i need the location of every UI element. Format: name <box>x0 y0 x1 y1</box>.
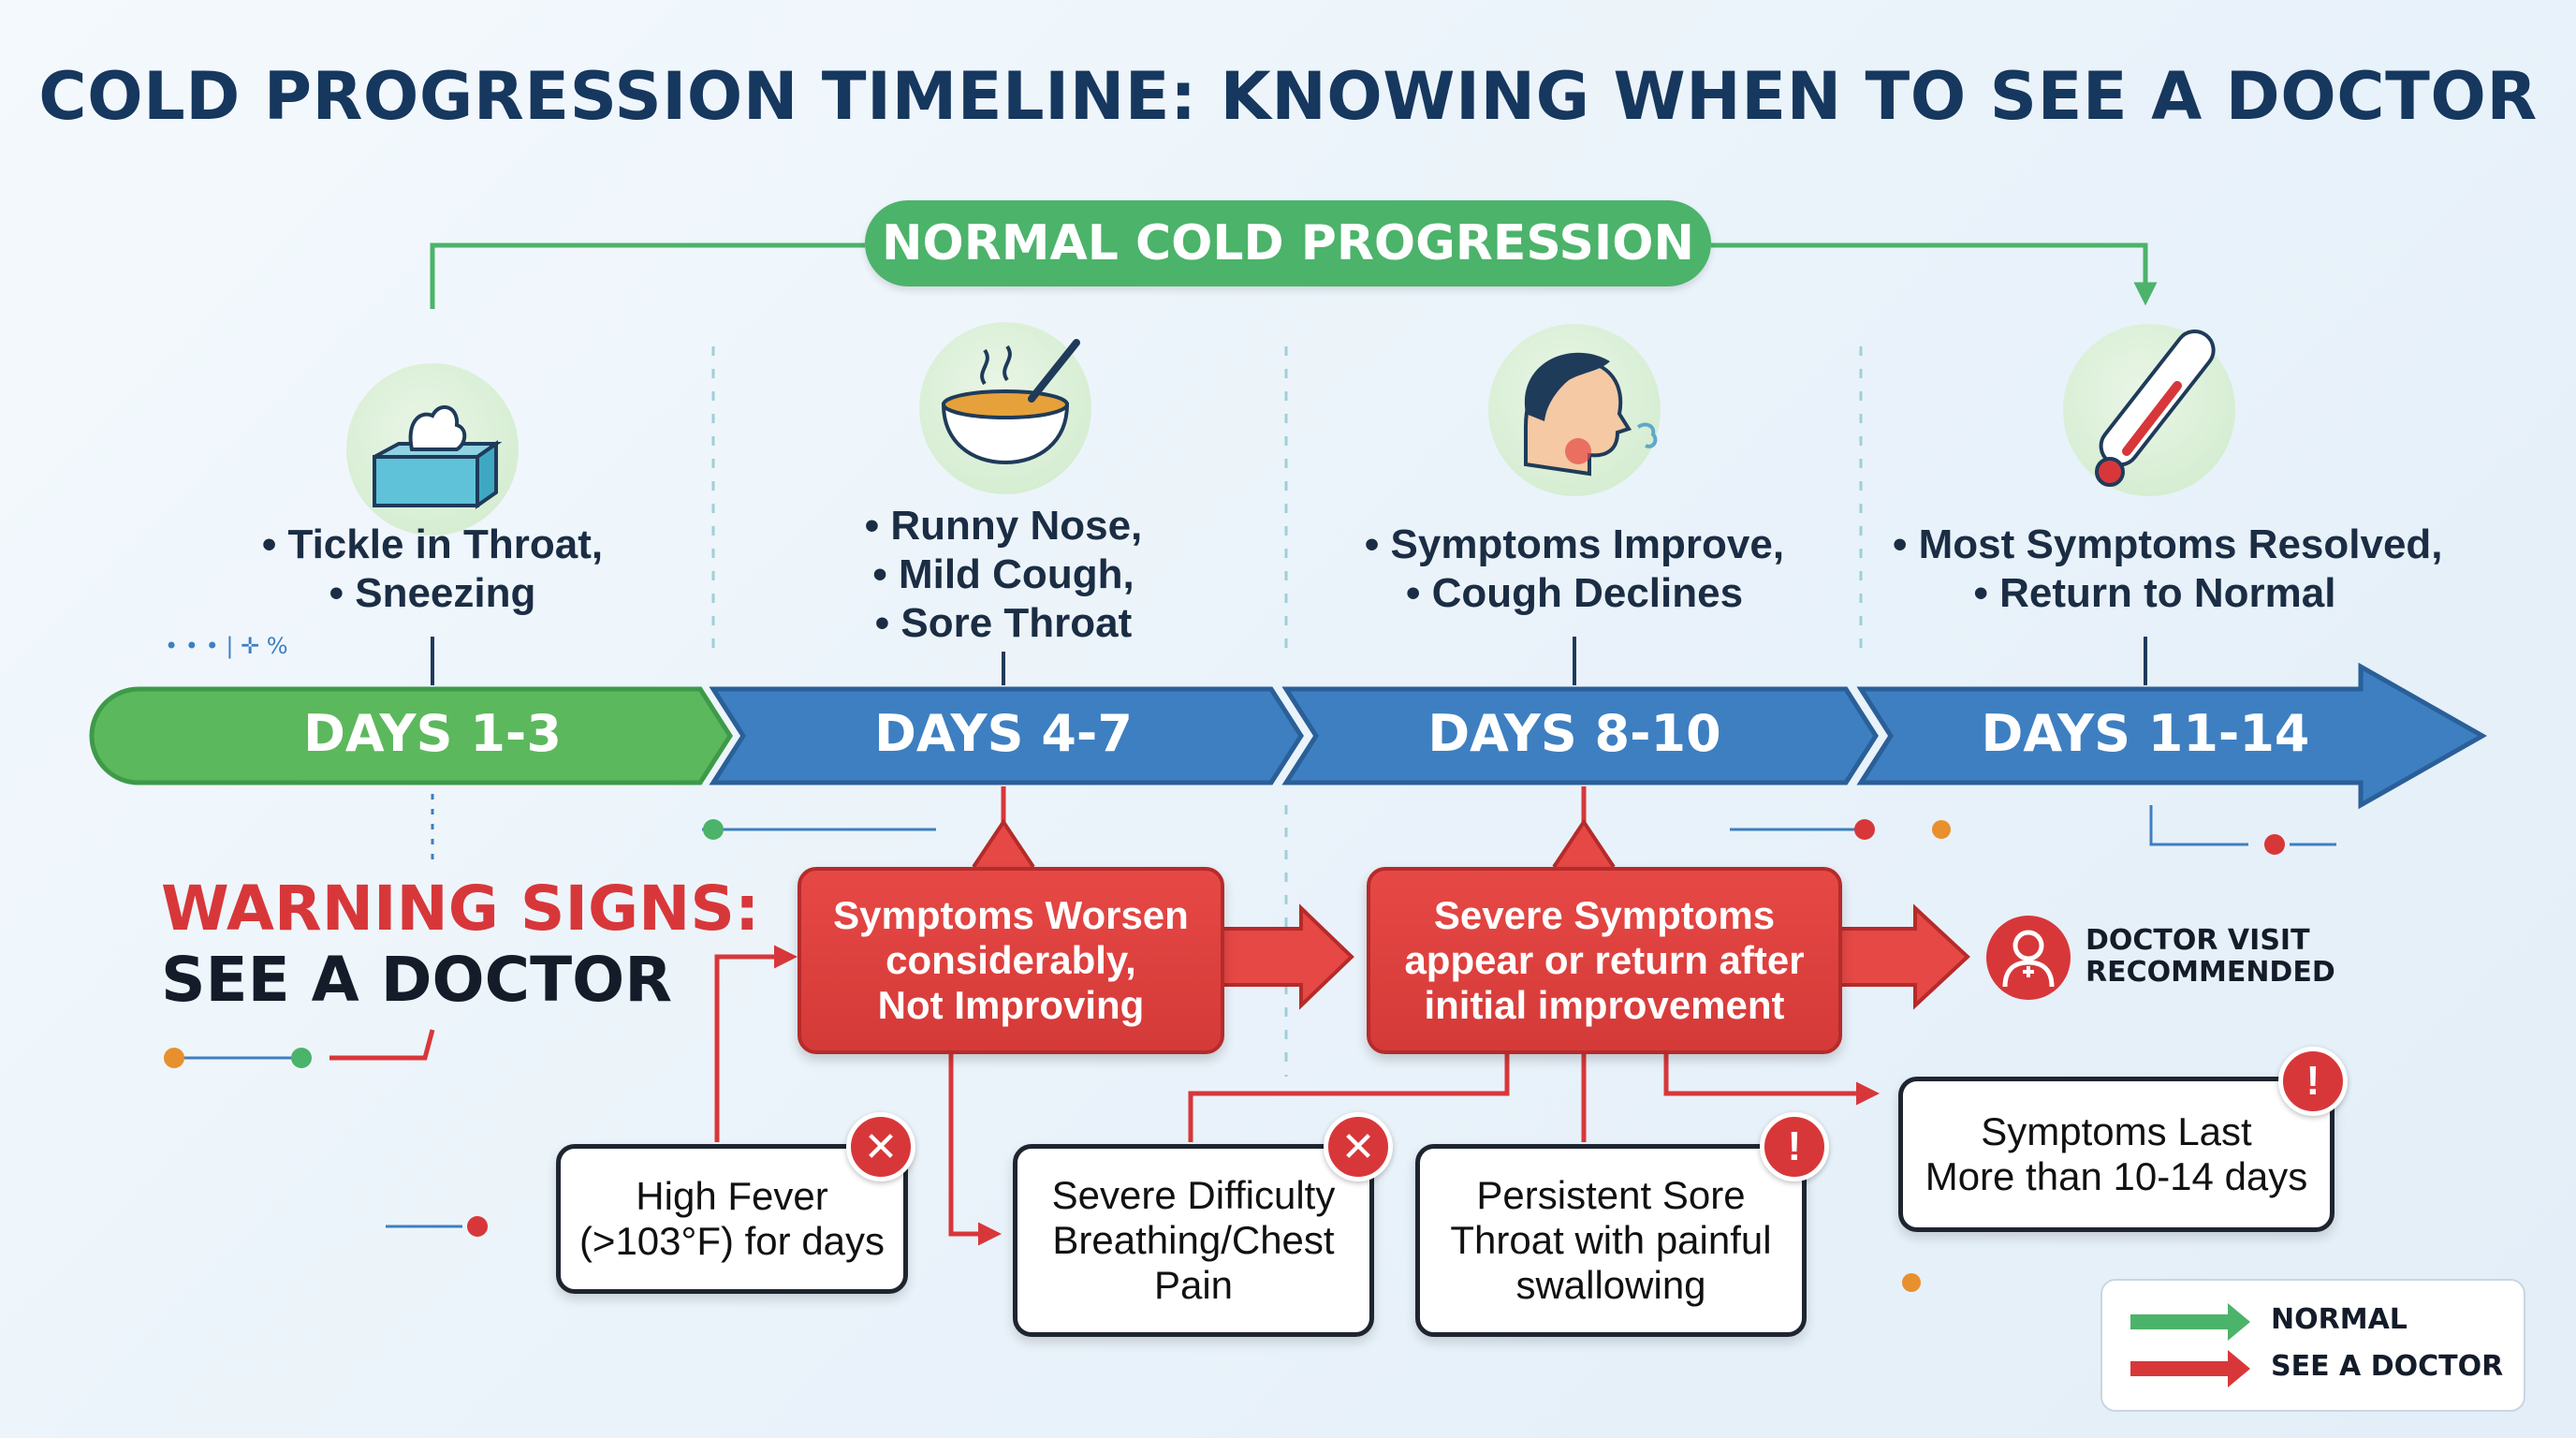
long-duration-box: Symptoms Last More than 10-14 days <box>1898 1077 2334 1232</box>
worsening-symptoms-box: Symptoms Worsen considerably, Not Improv… <box>798 867 1224 1054</box>
sore-throat-box: Persistent Sore Throat with painful swal… <box>1415 1144 1807 1337</box>
red-arrow-2 <box>1838 903 1970 1010</box>
high-fever-box: High Fever (>103°F) for days <box>556 1144 908 1294</box>
close-icon: ✕ <box>1324 1112 1393 1181</box>
stage-4-symptoms: • Most Symptoms Resolved, • Return to No… <box>1893 521 2443 616</box>
doctor-icon <box>1986 916 2071 1000</box>
exclamation-icon: ! <box>1760 1112 1829 1181</box>
soup-bowl-icon <box>919 322 1091 494</box>
decorations: • • • | ✛ % <box>164 633 1951 1292</box>
day-label-11-14: DAYS 11-14 <box>1981 704 2310 763</box>
segment-days-8-10 <box>1281 686 1879 785</box>
day-label-1-3: DAYS 1-3 <box>303 704 562 763</box>
segment-days-1-3 <box>89 686 733 785</box>
legend-see-doctor: SEE A DOCTOR <box>2271 1350 2504 1383</box>
page-title: COLD PROGRESSION TIMELINE: KNOWING WHEN … <box>38 58 2538 135</box>
timeline-arrow <box>89 662 2488 810</box>
normal-progression-banner: NORMAL COLD PROGRESSION <box>865 200 1711 286</box>
segment-days-11-14 <box>1856 662 2488 810</box>
stage-3-symptoms: • Symptoms Improve, • Cough Declines <box>1364 521 1785 616</box>
breathing-difficulty-box: Severe Difficulty Breathing/Chest Pain <box>1013 1144 1374 1337</box>
thermometer-icon <box>2063 324 2235 496</box>
exclamation-icon: ! <box>2278 1047 2348 1116</box>
day-label-8-10: DAYS 8-10 <box>1427 704 1721 763</box>
stage-connectors <box>431 637 2147 685</box>
legend-arrows <box>2130 1303 2250 1387</box>
close-icon: ✕ <box>846 1112 915 1181</box>
legend-normal: NORMAL <box>2271 1303 2408 1336</box>
severe-symptoms-box: Severe Symptoms appear or return after i… <box>1367 867 1842 1054</box>
coughing-person-icon <box>1488 324 1661 496</box>
stage-2-symptoms: • Runny Nose, • Mild Cough, • Sore Throa… <box>864 503 1143 646</box>
segment-days-4-7 <box>709 686 1304 785</box>
warning-subheading: SEE A DOCTOR <box>161 944 673 1016</box>
day-label-4-7: DAYS 4-7 <box>874 704 1133 763</box>
warning-connectors <box>329 786 1880 1246</box>
doctor-visit-label: DOCTOR VISIT RECOMMENDED <box>2086 924 2335 989</box>
svg-text:• • • | ✛ %: • • • | ✛ % <box>165 633 288 659</box>
red-arrow-1 <box>1217 903 1354 1010</box>
normal-progression-connector <box>430 242 2145 309</box>
legend: NORMAL SEE A DOCTOR <box>2100 1279 2525 1412</box>
warning-heading: WARNING SIGNS: <box>161 873 760 945</box>
stage-1-symptoms: • Tickle in Throat, • Sneezing <box>261 521 604 616</box>
tissue-box-icon <box>346 363 519 536</box>
